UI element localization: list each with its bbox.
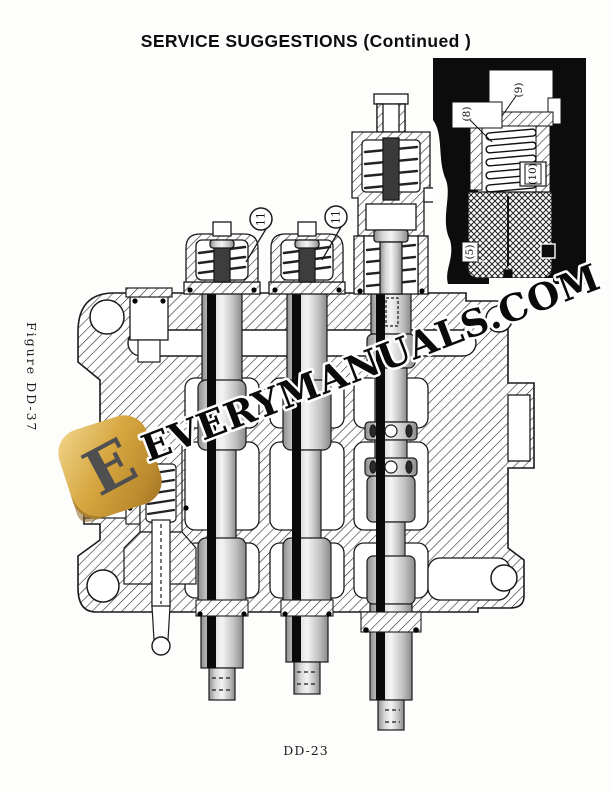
callout-11-left: 11 <box>245 207 273 263</box>
svg-text:(10): (10) <box>527 163 539 185</box>
spool-1 <box>197 291 247 701</box>
inset-detail: (9) (8) (10) (5) <box>433 58 586 284</box>
page-title: SERVICE SUGGESTIONS (Continued ) <box>140 31 472 51</box>
spool-cap-2 <box>268 221 346 295</box>
logo-tile <box>58 415 162 519</box>
callout-11-right: 11 <box>321 205 348 261</box>
inset-label-9: (9) <box>513 83 525 98</box>
svg-text:(5): (5) <box>464 245 476 260</box>
bolt-hole-bottom-right <box>490 564 518 592</box>
spool-2 <box>282 291 332 695</box>
inset-label-5: (5) <box>461 241 479 263</box>
inset-label-8: (8) <box>461 107 473 122</box>
spool-3 <box>364 291 418 731</box>
inset-label-10: (10) <box>524 163 542 185</box>
page-number: DD-23 <box>283 743 329 758</box>
callout-label: 11 <box>255 212 268 226</box>
spool-cap-1 <box>183 221 261 295</box>
bolt-hole-top-right <box>485 305 513 333</box>
bolt-hole-bottom-left <box>86 569 120 603</box>
seal-glands <box>195 599 422 633</box>
svg-text:(9): (9) <box>513 83 525 98</box>
bolt-hole-top-left <box>89 299 125 335</box>
callout-label: 11 <box>330 210 343 224</box>
svg-text:(8): (8) <box>461 107 473 122</box>
watermark-logo: E <box>58 415 162 523</box>
relief-valve <box>351 93 441 295</box>
top-left-port <box>125 287 173 363</box>
figure-label: Figure DD-37 <box>24 322 39 433</box>
